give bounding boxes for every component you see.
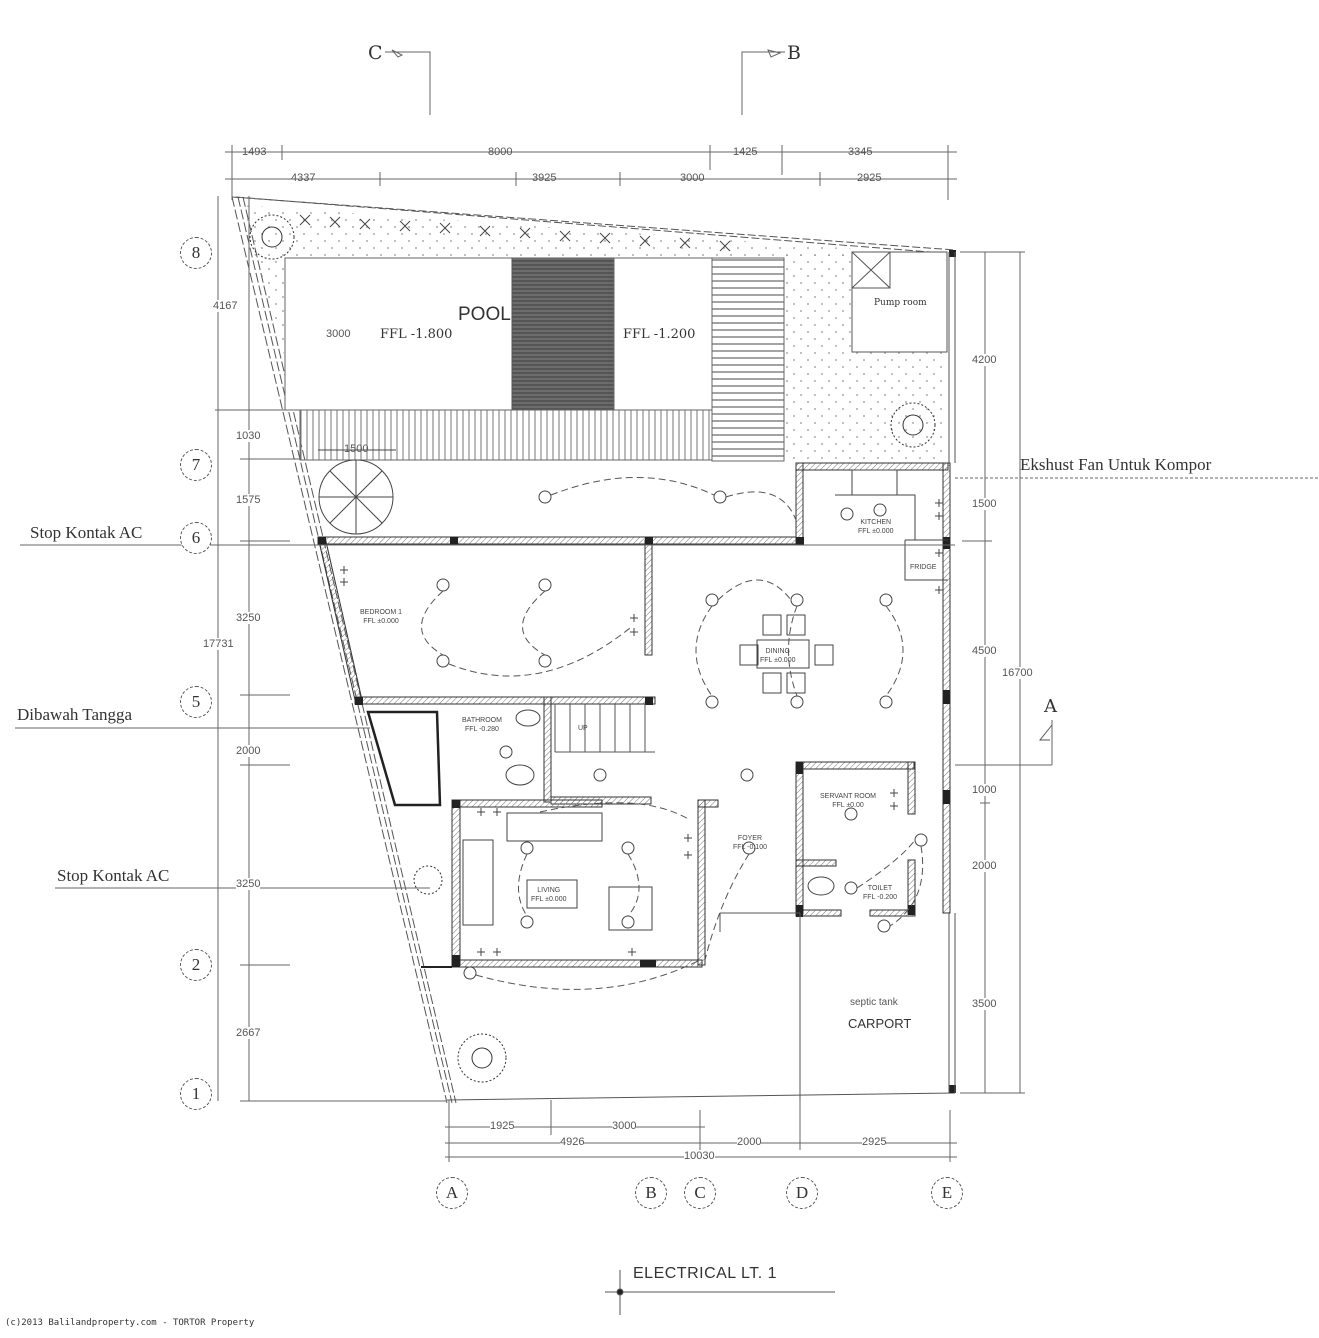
pump-room [851, 251, 948, 353]
dim-top: 3925 [532, 172, 557, 184]
pool-shallow [613, 257, 713, 411]
grid-col-a: A [436, 1177, 468, 1209]
grid-col-e: E [931, 1177, 963, 1209]
fridge-label: FRIDGE [910, 564, 937, 571]
deck-horizontal [711, 257, 785, 462]
drawing-title: ELECTRICAL LT. 1 [633, 1265, 778, 1282]
furniture [462, 614, 835, 931]
grid-col-b: B [635, 1177, 667, 1209]
callout-exhaust-fan: Ekshust Fan Untuk Kompor [1020, 455, 1212, 474]
section-label-a: A [1044, 696, 1057, 717]
dim-right: 2000 [972, 860, 997, 872]
pool-ffl-left: FFL -1.800 [380, 327, 453, 342]
grid-row-1: 1 [180, 1078, 212, 1110]
under-stair-void [366, 710, 442, 807]
dim-right: 3500 [972, 998, 997, 1010]
spiral-stair [318, 449, 396, 535]
callout-ac-outlet-2: Stop Kontak AC [57, 866, 170, 885]
grid-row-6: 6 [180, 522, 212, 554]
dim-right: 1000 [972, 784, 997, 796]
dim-left: 2667 [236, 1027, 261, 1039]
dim-left: 4167 [213, 300, 238, 312]
dim-right-total: 16700 [1002, 667, 1033, 679]
top-dimension-lines [225, 145, 957, 200]
dim-left: 2000 [236, 745, 261, 757]
dim-right: 4200 [972, 354, 997, 366]
deck-vertical [299, 409, 713, 461]
kitchen-fixtures [835, 469, 948, 581]
grid-row-2: 2 [180, 949, 212, 981]
dim-left: 1575 [236, 494, 261, 506]
dim-stair-width: 1500 [344, 443, 369, 455]
grid-col-c: C [684, 1177, 716, 1209]
section-marker-c [385, 49, 431, 115]
grid-row-5: 5 [180, 686, 212, 718]
wiring-circuits [421, 477, 924, 990]
pump-room-label: Pump room [874, 298, 927, 308]
stair-up-label: UP [578, 725, 588, 732]
callout-under-stairs: Dibawah Tangga [17, 705, 133, 724]
dim-top: 2925 [857, 172, 882, 184]
ceiling-lights [436, 490, 928, 980]
site-boundary [231, 196, 956, 1104]
callout-ac-outlet-1: Stop Kontak AC [30, 523, 143, 542]
power-outlets [340, 499, 943, 956]
tree-symbols [249, 214, 936, 1083]
dim-bottom: 4926 [560, 1136, 585, 1148]
grid-row-8: 8 [180, 237, 212, 269]
main-stair [554, 704, 655, 753]
shrub-row [299, 214, 731, 252]
dim-top: 3000 [680, 172, 705, 184]
pool-deck-dark [511, 257, 615, 411]
carport-label: CARPORT [848, 1016, 912, 1031]
dim-left-total: 17731 [203, 638, 234, 650]
septic-tank-label: septic tank [850, 997, 898, 1008]
section-label-b: B [787, 42, 801, 64]
dim-bottom: 3000 [612, 1120, 637, 1132]
dim-left: 3250 [236, 612, 261, 624]
section-marker-b [741, 49, 785, 115]
pool-ffl-right: FFL -1.200 [623, 327, 696, 342]
dim-bottom: 2925 [862, 1136, 887, 1148]
dim-left: 1030 [236, 430, 261, 442]
dim-left: 3250 [236, 878, 261, 890]
dim-bottom: 1925 [490, 1120, 515, 1132]
dim-bottom-total: 10030 [684, 1150, 715, 1162]
columns [318, 250, 956, 1093]
pool-label: POOL [458, 304, 511, 325]
grid-row-7: 7 [180, 449, 212, 481]
title-marker [605, 1270, 835, 1315]
grid-col-d: D [786, 1177, 818, 1209]
dim-bottom: 2000 [737, 1136, 762, 1148]
building-walls [317, 462, 951, 968]
copyright-footer: (c)2013 Balilandproperty.com - TORTOR Pr… [5, 1318, 255, 1328]
dim-pool-depth: 3000 [326, 328, 351, 340]
dim-right: 4500 [972, 645, 997, 657]
dim-top: 1493 [242, 146, 267, 158]
dim-top: 4337 [291, 172, 316, 184]
section-label-c: C [368, 42, 383, 64]
dim-top: 8000 [488, 146, 513, 158]
dim-right: 1500 [972, 498, 997, 510]
pool-deep [284, 257, 513, 411]
dim-top: 1425 [733, 146, 758, 158]
dim-top: 3345 [848, 146, 873, 158]
